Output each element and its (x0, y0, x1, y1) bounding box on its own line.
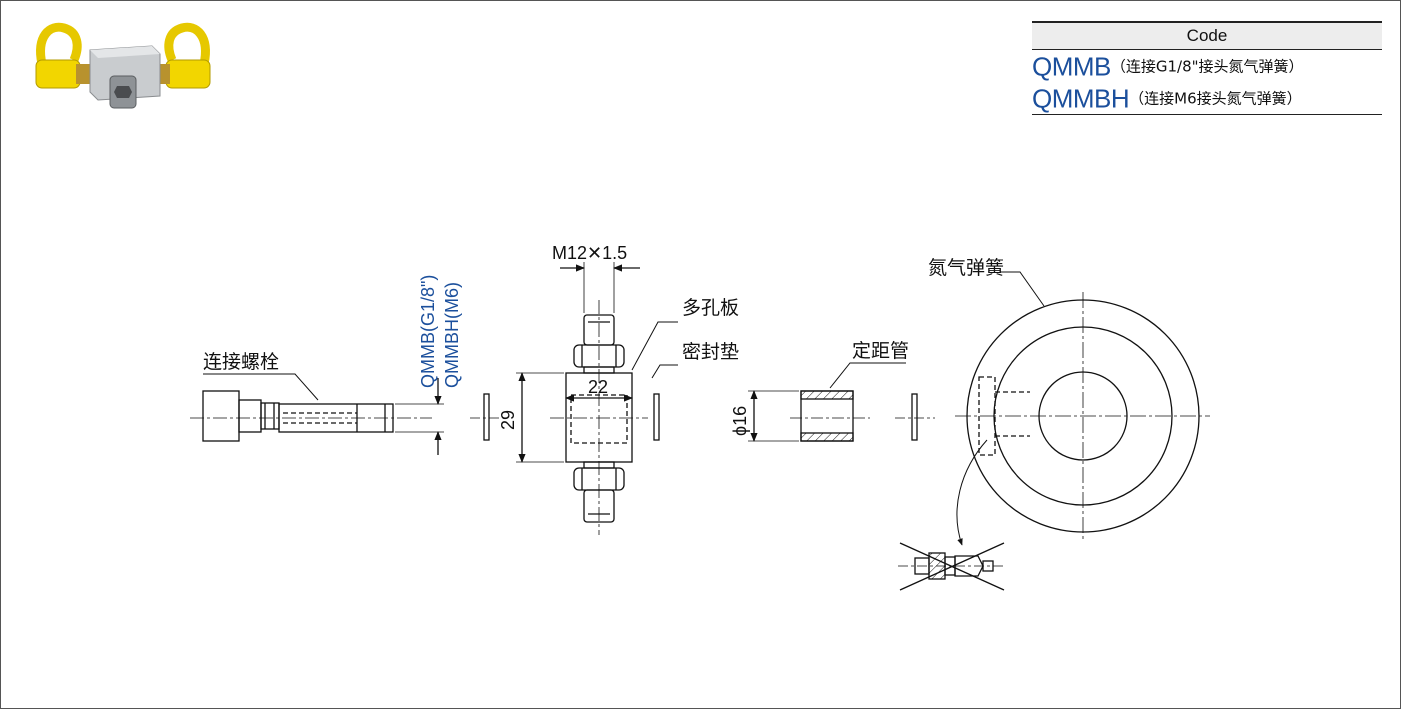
manifold-photo (35, 22, 211, 109)
label-spacer-tube: 定距管 (852, 340, 909, 362)
diameter-16-dimension (748, 390, 799, 442)
connecting-bolt (190, 390, 432, 442)
spacer-tube (790, 390, 870, 442)
dimension-dia-16: ϕ16 (730, 406, 750, 436)
label-connecting-bolt: 连接螺栓 (203, 351, 279, 373)
thread-spec-dimension (560, 262, 640, 313)
label-vertical-code-2: QMMBH(M6) (442, 282, 462, 388)
code-table: Code QMMB（连接G1/8"接头氮气弹簧） QMMBH（连接M6接头氮气弹… (1032, 21, 1382, 115)
code-table-header: Code (1032, 21, 1382, 50)
bolt-thread-dimension (395, 378, 444, 455)
code-qmmb-desc: （连接G1/8"接头氮气弹簧） (1110, 57, 1304, 76)
code-row-qmmbh: QMMBH（连接M6接头氮气弹簧） (1032, 82, 1382, 115)
label-vertical-code-1: QMMB(G1/8") (418, 275, 438, 388)
seal-washer-left (483, 393, 490, 441)
manifold-assembly (550, 300, 648, 535)
seal-washer-middle (653, 393, 660, 441)
code-row-qmmb: QMMB（连接G1/8"接头氮气弹簧） (1032, 50, 1382, 82)
nitrogen-gas-spring (955, 292, 1210, 540)
code-qmmb: QMMB (1032, 51, 1111, 82)
height-29-dimension (516, 372, 564, 463)
crossed-out-fitting-icon (898, 542, 1006, 591)
code-qmmbh: QMMBH (1032, 83, 1130, 114)
label-manifold-plate: 多孔板 (682, 297, 739, 319)
label-nitrogen-spring: 氮气弹簧 (928, 257, 1004, 279)
dimension-29: 29 (498, 410, 518, 430)
code-qmmbh-desc: （连接M6接头氮气弹簧） (1129, 89, 1302, 108)
seal-washer-right (911, 393, 918, 441)
dimension-22: 22 (588, 377, 608, 397)
label-thread-spec: M12✕1.5 (552, 243, 627, 263)
label-seal-gasket: 密封垫 (682, 341, 739, 363)
